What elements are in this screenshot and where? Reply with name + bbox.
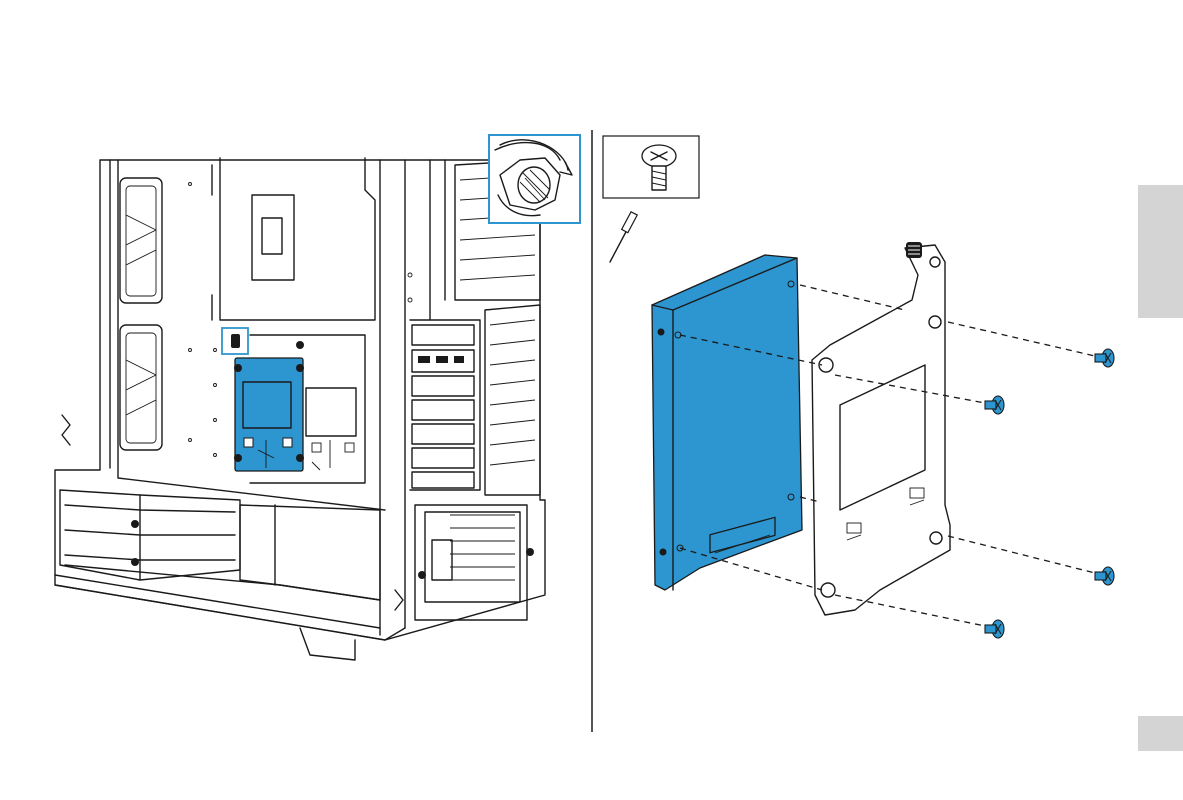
screw-1 bbox=[1095, 349, 1114, 367]
ssd-mounting-bracket bbox=[812, 242, 950, 615]
thumbscrew-detail-inset bbox=[489, 135, 580, 223]
screw-2 bbox=[985, 396, 1004, 414]
mounting-screws bbox=[985, 349, 1114, 638]
screwdriver-icon bbox=[610, 212, 637, 262]
ssd-drive bbox=[652, 255, 802, 590]
screw-icon bbox=[603, 136, 699, 198]
screw-4 bbox=[985, 620, 1004, 638]
screw-3 bbox=[1095, 567, 1114, 585]
pc-case-illustration bbox=[55, 158, 545, 660]
